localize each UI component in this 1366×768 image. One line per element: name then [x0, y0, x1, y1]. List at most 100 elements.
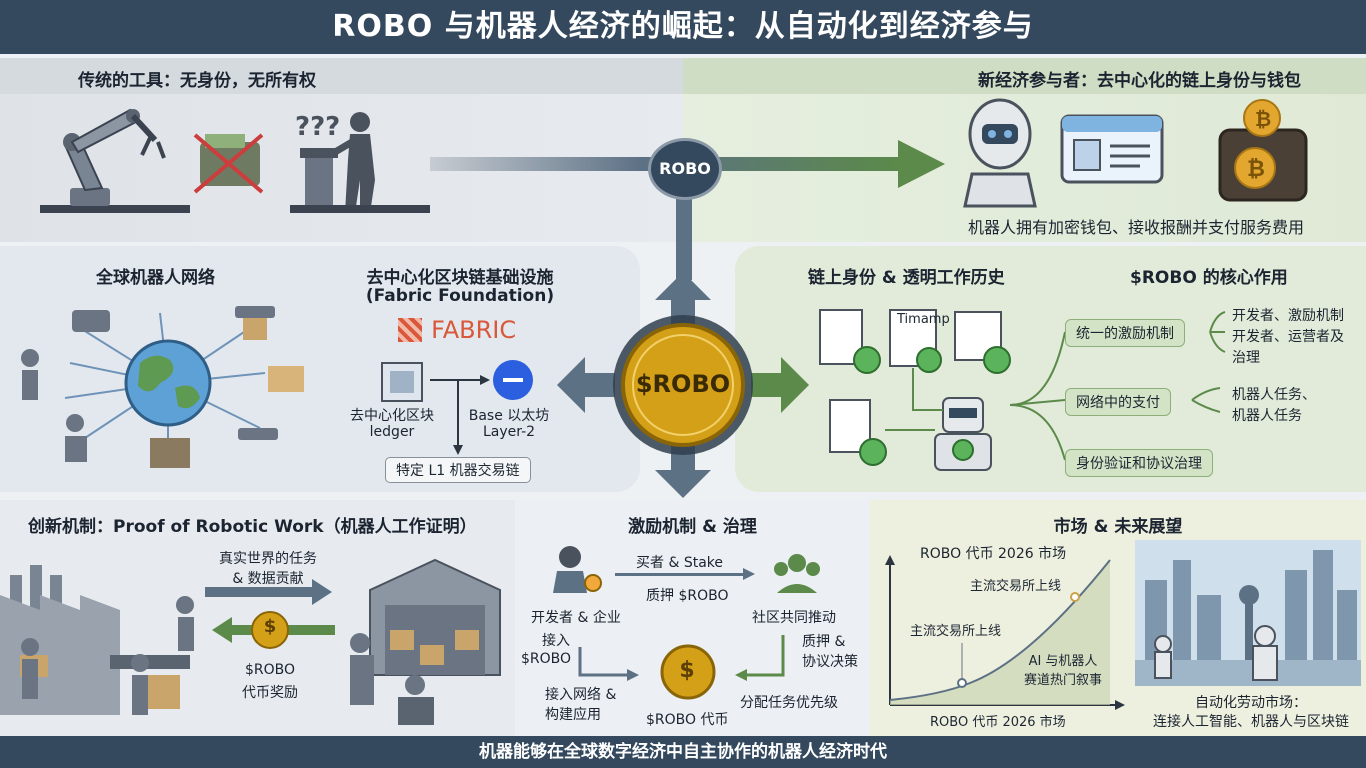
svg-text:₿: ₿: [1247, 157, 1265, 182]
top-right-header: [683, 58, 1366, 94]
city-caption-2: 连接人工智能、机器人与区块链: [1153, 714, 1349, 730]
ledger-label-2: ledger: [369, 424, 415, 440]
robot-arm-icon: [40, 108, 190, 213]
task-arrow: [205, 579, 332, 605]
role-incentive: 统一的激励机制: [1065, 319, 1185, 347]
incentive-flow-diagram: [553, 546, 820, 700]
ledger-block-icon: [381, 362, 423, 402]
identity-history-illustration: [819, 309, 1011, 471]
incentive-governance-title: 激励机制 & 治理: [628, 517, 757, 537]
base-label-2: Layer-2: [482, 424, 536, 440]
small-robots-icon: [21, 306, 304, 468]
warehouse-icon: [350, 558, 501, 725]
task-label-2: & 数据贡献: [232, 571, 304, 587]
crossed-wallet-icon: [193, 133, 264, 194]
network-title: 全球机器人网络: [96, 268, 215, 288]
traditional-tools-illustration: ???: [40, 108, 430, 213]
task-label: 真实世界的任务: [219, 551, 317, 567]
top-right-heading: 新经济参与者：去中心化的链上身份与钱包: [978, 71, 1301, 91]
new-participant-illustration: ₿ ₿: [963, 98, 1308, 208]
footer-bar: 机器能够在全球数字经济中自主协作的机器人经济时代: [0, 736, 1366, 768]
city-robot-icons: [1154, 625, 1278, 681]
role-incentive-detail-3: 治理: [1232, 350, 1260, 366]
priority-label: 分配任务优先级: [740, 695, 838, 711]
build-label-2: 构建应用: [545, 707, 601, 723]
coin-icon: [251, 611, 289, 649]
role-identity-governance: 身份验证和协议治理: [1065, 449, 1213, 477]
central-coin-hub: [557, 272, 809, 498]
page-title: ROBO 与机器人经济的崛起：从自动化到经济参与: [332, 9, 1034, 44]
build-label: 接入网络 &: [545, 687, 617, 703]
developer-icon: [553, 546, 602, 593]
base-l2-icon: [493, 360, 533, 400]
role-incentive-detail-2: 开发者、运营者及: [1232, 329, 1344, 345]
hub-stem: [676, 190, 692, 280]
community-icon: [774, 554, 820, 593]
role-payment-detail-2: 机器人任务: [1232, 408, 1302, 424]
robo-coin-label: $ROBO: [635, 370, 731, 398]
footer-text: 机器能够在全球数字经济中自主协作的机器人经济时代: [479, 742, 887, 762]
fabric-logo: FABRIC: [398, 316, 516, 344]
core-role-tree: [1010, 311, 1226, 461]
direction-arrows: [557, 272, 809, 498]
chart-xlabel: ROBO 代币 2026 市场: [930, 715, 1066, 730]
infra-subtitle: (Fabric Foundation): [365, 286, 555, 306]
robot-check-icon: [934, 397, 992, 471]
reward-coin-symbol: $: [263, 616, 277, 637]
robo-hub: ROBO: [648, 138, 722, 200]
confused-person-icon: ???: [295, 112, 375, 213]
top-left-heading: 传统的工具：无身份，无所有权: [78, 71, 316, 91]
proof-of-work-illustration: [0, 558, 501, 725]
factory-icon: [0, 565, 194, 715]
infra-title: 去中心化区块链基础设施: [366, 268, 554, 288]
annotation-listing-upper: 主流交易所上线: [970, 579, 1062, 594]
top-left-header: [0, 58, 683, 94]
l1-chain-box: 特定 L1 机器交易链: [385, 457, 531, 483]
fabric-logo-text: FABRIC: [431, 316, 517, 344]
reward-label: $ROBO: [244, 662, 296, 678]
annotation-ai-narrative: AI 与机器人: [1028, 654, 1098, 669]
future-city-illustration: [1135, 540, 1361, 686]
buy-stake-label: 买者 & Stake: [636, 555, 723, 571]
token-label: $ROBO 代币: [646, 712, 729, 728]
reward-label-2: 代币奖励: [242, 685, 298, 701]
fabric-logo-icon: [398, 318, 422, 342]
proof-of-work-title: 创新机制：Proof of Robotic Work（机器人工作证明）: [28, 517, 477, 537]
stake-vote-label-2: 协议决策: [802, 654, 858, 670]
token-coin-icon: [660, 644, 716, 700]
access-label: 接入: [542, 633, 570, 649]
ledger-label: 去中心化区块: [350, 408, 434, 424]
stake-vote-label: 质押 &: [802, 634, 846, 650]
stake-robo-label: 质押 $ROBO: [646, 588, 729, 604]
developer-label: 开发者 & 企业: [531, 610, 621, 626]
access-label-2: $ROBO: [521, 651, 572, 667]
id-card-icon: [1060, 114, 1164, 184]
core-role-title: $ROBO 的核心作用: [1130, 268, 1288, 288]
title-bar: ROBO 与机器人经济的崛起：从自动化到经济参与: [0, 0, 1366, 54]
chart-title: ROBO 代币 2026 市场: [920, 546, 1067, 562]
humanoid-robot-icon: [963, 98, 1037, 208]
role-payment: 网络中的支付: [1065, 388, 1171, 416]
annotation-ai-narrative-2: 赛道热门叙事: [1023, 673, 1102, 688]
bitcoin-wallet-icon: ₿ ₿: [1218, 99, 1308, 202]
identity-title: 链上身份 & 透明工作历史: [808, 268, 1005, 288]
top-right-caption: 机器人拥有加密钱包、接收报酬并支付服务费用: [968, 218, 1305, 237]
milestone-dot: [1070, 592, 1080, 602]
global-robot-network-illustration: [21, 306, 304, 468]
token-coin-symbol: $: [679, 658, 695, 683]
role-payment-detail-1: 机器人任务、: [1232, 387, 1316, 403]
community-label: 社区共同推动: [752, 610, 836, 626]
globe-icon: [124, 339, 212, 427]
market-title: 市场 & 未来展望: [1053, 517, 1183, 537]
city-caption: 自动化劳动市场：: [1195, 695, 1307, 711]
milestone-dot: [957, 678, 967, 688]
market-chart: [885, 555, 1125, 710]
robo-coin: [621, 323, 745, 447]
annotation-listing-lower: 主流交易所上线: [910, 624, 1002, 639]
blockchain-infra-diagram: [381, 360, 533, 455]
base-label: Base 以太坊: [468, 408, 550, 424]
question-marks: ???: [295, 112, 340, 142]
role-incentive-detail-1: 开发者、激励机制: [1232, 308, 1344, 324]
svg-text:₿: ₿: [1255, 107, 1271, 131]
document-check-icon: [819, 309, 1011, 466]
